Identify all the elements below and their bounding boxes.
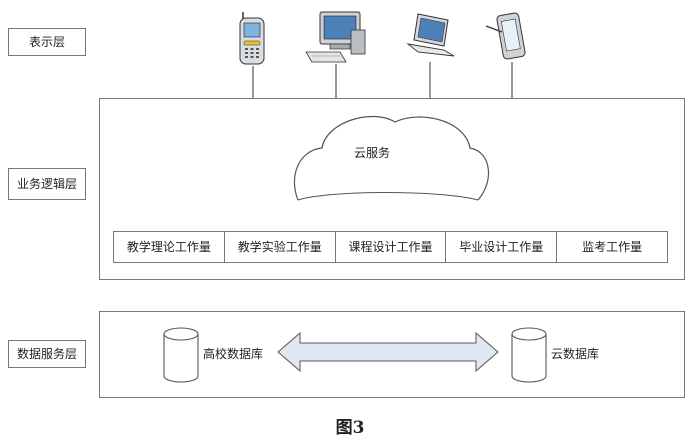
cloud-label: 云服务 — [354, 145, 390, 160]
workload-teaching-experiment: 教学实验工作量 — [225, 232, 336, 262]
desktop-computer-icon — [305, 11, 366, 63]
workload-graduation-design: 毕业设计工作量 — [446, 232, 558, 262]
workload-teaching-theory: 教学理论工作量 — [114, 232, 225, 262]
local-database-label: 高校数据库 — [203, 346, 263, 361]
cloud-shape — [293, 115, 490, 201]
figure-caption: 图3 — [335, 418, 365, 438]
mobile-phone-icon — [239, 12, 265, 65]
laptop-icon — [406, 13, 455, 57]
cloud-database-label: 云数据库 — [551, 346, 599, 361]
sync-double-arrow — [277, 331, 499, 373]
workload-invigilation: 监考工作量 — [582, 240, 643, 254]
local-database-cylinder-icon — [163, 327, 199, 383]
layer-label-presentation: 表示层 — [8, 28, 86, 56]
tablet-icon — [485, 12, 526, 60]
device-connectors — [252, 62, 513, 98]
layer-label-data: 数据服务层 — [8, 340, 86, 368]
cloud-database-cylinder-icon — [511, 327, 547, 383]
workload-course-design: 课程设计工作量 — [336, 232, 447, 262]
workload-modules-row: 教学理论工作量 教学实验工作量 课程设计工作量 毕业设计工作量 监考工作量 — [113, 231, 668, 263]
layer-label-business: 业务逻辑层 — [8, 168, 86, 200]
